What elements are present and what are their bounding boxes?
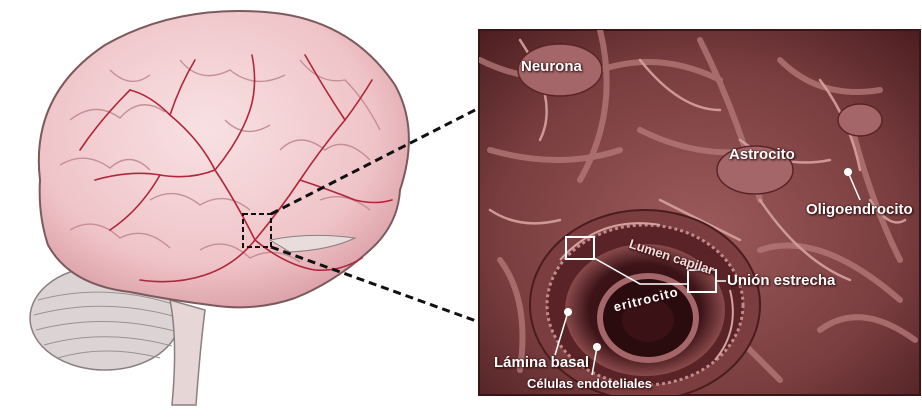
- label-union-estrecha: Unión estrecha: [727, 272, 835, 289]
- label-celulas-endoteliales: Células endoteliales: [527, 376, 652, 391]
- label-oligodendrocito: Oligoendrocito: [806, 201, 913, 218]
- label-astrocito: Astrocito: [729, 146, 795, 163]
- brainstem: [170, 300, 205, 405]
- label-lamina-basal: Lámina basal: [494, 354, 589, 371]
- label-neurona: Neurona: [521, 58, 582, 75]
- brain-illustration: [30, 11, 409, 405]
